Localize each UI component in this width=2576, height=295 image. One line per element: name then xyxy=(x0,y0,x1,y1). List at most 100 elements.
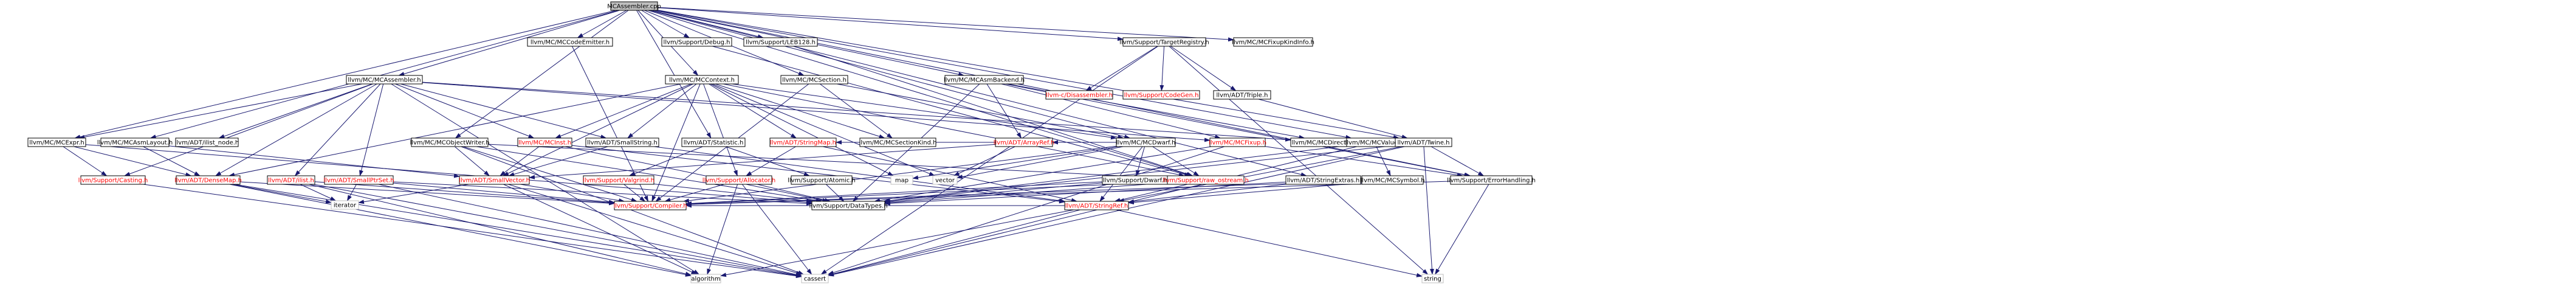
edge-smallvector-to-compiler xyxy=(520,184,625,203)
node-smallvector[interactable]: llvm/ADT/SmallVector.h xyxy=(459,175,530,185)
node-mcfixup[interactable]: llvm/MC/MCFixup.h xyxy=(1209,137,1266,147)
node-arrayref[interactable]: llvm/ADT/ArrayRef.h xyxy=(994,137,1055,147)
edge-root-to-mcvalue xyxy=(657,10,1352,139)
node-mcsymbol[interactable]: llvm/MC/MCSymbol.h xyxy=(1361,175,1425,185)
edge-smallvector-to-iterator xyxy=(358,184,469,204)
node-box xyxy=(661,37,732,47)
node-datatypes[interactable]: llvm/Support/DataTypes.h xyxy=(809,201,888,210)
edge-ilist-to-iterator xyxy=(300,184,337,201)
node-label: llvm/Support/Allocator.h xyxy=(702,178,775,184)
node-compiler[interactable]: llvm/Support/Compiler.h xyxy=(613,201,687,210)
node-mcexpr[interactable]: llvm/MC/MCExpr.h xyxy=(27,137,86,147)
edge-debug-to-rawostream xyxy=(712,46,1191,177)
node-label: llvm/ADT/StringMap.h xyxy=(770,140,836,147)
node-mcasmbackend[interactable]: llvm/MC/MCAsmBackend.h xyxy=(944,75,1025,85)
node-label: llvm/MC/MCSection.h xyxy=(782,77,847,84)
node-mcfixupkindinfo[interactable]: llvm/MC/MCFixupKindInfo.h xyxy=(1232,37,1314,47)
node-map[interactable]: map xyxy=(890,175,913,185)
edge-mccontext-to-compiler xyxy=(651,83,701,202)
node-leb128[interactable]: llvm/Support/LEB128.h xyxy=(743,37,818,47)
node-mccodeemitter[interactable]: llvm/MC/MCCodeEmitter.h xyxy=(527,37,613,47)
edge-smallstring-to-stringref xyxy=(654,146,1065,203)
edge-mcasmlayout-to-densemap xyxy=(143,146,201,176)
node-valgrind[interactable]: llvm/Support/Valgrind.h xyxy=(583,175,654,185)
edge-mcvalue-to-mcsymbol xyxy=(1376,146,1391,176)
node-label: llvm/MC/MCInst.h xyxy=(518,140,571,147)
node-mcsectionkind[interactable]: llvm/MC/MCSectionKind.h xyxy=(859,137,937,147)
node-label: llvm/ADT/StringRef.h xyxy=(1065,203,1128,210)
node-statistic[interactable]: llvm/ADT/Statistic.h xyxy=(681,137,746,147)
edge-mcobjectwriter-to-smallvector xyxy=(454,146,490,176)
edge-root-to-targetregistry xyxy=(657,7,1124,41)
node-targetregistry[interactable]: llvm/Support/TargetRegistry.h xyxy=(1119,37,1209,47)
edge-stringmap-to-allocator xyxy=(746,146,796,176)
edge-mcdwarf-to-rawostream xyxy=(1152,146,1200,176)
node-label: llvm/ADT/StringExtras.h xyxy=(1287,178,1360,184)
node-mcvalue[interactable]: llvm/MC/MCValue.h xyxy=(1345,137,1404,147)
node-dwarf[interactable]: llvm/Support/Dwarf.h xyxy=(1102,175,1169,185)
edge-mcassembler-to-mcfixup xyxy=(422,82,1211,142)
node-box xyxy=(1213,90,1271,100)
edge-mcassembler-to-mcinst xyxy=(395,83,535,139)
node-twine[interactable]: llvm/ADT/Twine.h xyxy=(1395,137,1452,147)
node-mcobjectwriter[interactable]: llvm/MC/MCObjectWriter.h xyxy=(410,137,490,147)
edge-smallptrset-to-iterator xyxy=(346,184,357,201)
node-cassert[interactable]: cassert xyxy=(801,274,829,283)
node-label: string xyxy=(1424,276,1441,283)
node-string[interactable]: string xyxy=(1421,274,1444,283)
node-rawostream[interactable]: llvm/Support/raw_ostream.h xyxy=(1163,175,1249,185)
node-label: llvm/MC/MCFixup.h xyxy=(1209,140,1266,147)
node-box xyxy=(791,175,853,185)
edge-root-to-mcasmlayout xyxy=(149,10,619,139)
node-box xyxy=(1122,90,1200,100)
edge-root-to-mccodeemitter xyxy=(577,10,627,38)
node-iterator[interactable]: iterator xyxy=(331,200,359,210)
node-densemap[interactable]: llvm/ADT/DenseMap.h xyxy=(174,175,242,185)
node-algorithm[interactable]: algorithm xyxy=(690,274,721,283)
node-stringref[interactable]: llvm/ADT/StringRef.h xyxy=(1064,201,1129,210)
node-allocator[interactable]: llvm/Support/Allocator.h xyxy=(702,175,775,185)
edges xyxy=(63,7,1489,279)
edge-mcassembler-to-smallstring xyxy=(400,83,607,139)
node-debug[interactable]: llvm/Support/Debug.h xyxy=(661,37,732,47)
edge-mcobjectwriter-to-cassert xyxy=(461,146,805,275)
node-label: llvm/MC/MCValue.h xyxy=(1345,140,1403,147)
node-box xyxy=(1167,175,1245,185)
edge-mcvalue-to-datatypes xyxy=(883,145,1347,203)
node-box xyxy=(324,175,394,185)
node-smallptrset[interactable]: llvm/ADT/SmallPtrSet.h xyxy=(323,175,394,185)
node-ilistnode[interactable]: llvm/ADT/ilist_node.h xyxy=(175,137,239,147)
node-box xyxy=(1361,175,1424,185)
node-triple[interactable]: llvm/ADT/Triple.h xyxy=(1213,90,1271,100)
node-mcdwarf[interactable]: llvm/MC/MCDwarf.h xyxy=(1116,137,1176,147)
edge-densemap-to-iterator xyxy=(231,184,332,204)
node-box xyxy=(1116,137,1176,147)
node-disassembler[interactable]: llvm-c/Disassembler.h xyxy=(1045,90,1113,100)
node-label: llvm/Support/Debug.h xyxy=(664,40,730,46)
node-label: llvm/ADT/ilist.h xyxy=(268,178,314,184)
node-stringmap[interactable]: llvm/ADT/StringMap.h xyxy=(769,137,837,147)
node-mcsection[interactable]: llvm/MC/MCSection.h xyxy=(780,75,848,85)
node-atomic[interactable]: llvm/Support/Atomic.h xyxy=(788,175,856,185)
node-mccontext[interactable]: llvm/MC/MCContext.h xyxy=(665,75,739,85)
node-box xyxy=(681,137,746,147)
node-box xyxy=(527,37,613,47)
node-box xyxy=(665,75,739,85)
node-codegen[interactable]: llvm/Support/CodeGen.h xyxy=(1122,90,1200,100)
node-smallstring[interactable]: llvm/ADT/SmallString.h xyxy=(585,137,659,147)
edge-root-to-mcfixupkindinfo xyxy=(657,7,1234,42)
node-ilist[interactable]: llvm/ADT/ilist.h xyxy=(267,175,315,185)
edge-densemap-to-algorithm xyxy=(229,184,692,277)
node-mcasmlayout[interactable]: llvm/MC/MCAsmLayout.h xyxy=(97,137,173,147)
node-stringextras[interactable]: llvm/ADT/StringExtras.h xyxy=(1285,175,1361,185)
edge-root-to-mcexpr xyxy=(74,10,616,139)
edge-twine-to-errorhandling xyxy=(1431,146,1485,176)
node-casting[interactable]: llvm/Support/Casting.h xyxy=(78,175,148,185)
node-vector[interactable]: vector xyxy=(932,175,958,185)
node-label: llvm/ADT/Statistic.h xyxy=(684,140,744,147)
node-mcinst[interactable]: llvm/MC/MCInst.h xyxy=(517,137,572,147)
node-root[interactable]: MCAssembler.cpp xyxy=(607,1,661,11)
node-errorhandling[interactable]: llvm/Support/ErrorHandling.h xyxy=(1447,175,1536,185)
node-mcassembler[interactable]: llvm/MC/MCAssembler.h xyxy=(346,75,423,85)
